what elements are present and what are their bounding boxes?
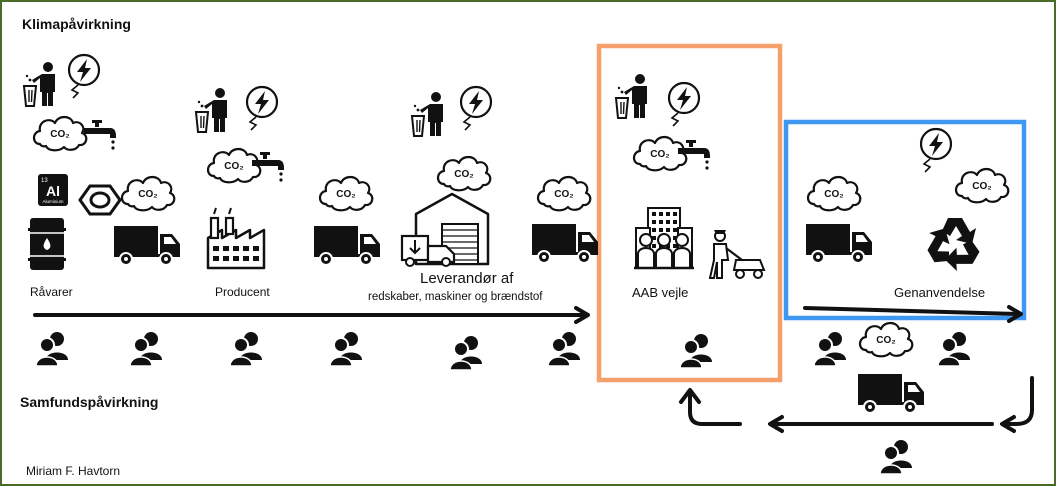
truck-icon: [114, 226, 180, 266]
recycling-flow-arrow: [803, 305, 1023, 323]
trash-person-icon: [22, 62, 55, 107]
people-icon: [329, 332, 362, 367]
people-icon: [813, 332, 846, 367]
factory-icon: [206, 207, 266, 270]
author-credit: Miriam F. Havtorn: [26, 464, 121, 478]
aab-vejle-frame: [596, 43, 783, 383]
hex-nut-icon: [78, 184, 122, 216]
return-arrow-up: [679, 388, 742, 426]
truck-icon: [532, 224, 598, 264]
svg-text:Al: Al: [46, 183, 60, 199]
truck-icon: [806, 224, 872, 264]
electricity-icon: [667, 81, 701, 127]
co2-cloud-icon: CO₂: [806, 175, 862, 212]
oil-barrel-icon: [28, 218, 66, 270]
truck-icon: [858, 374, 924, 414]
lawn-mower-icon: [708, 230, 766, 279]
water-tap-icon: [252, 152, 284, 182]
truck-icon: [314, 226, 380, 266]
trash-person-icon: [194, 88, 227, 133]
co2-text: CO₂: [224, 161, 243, 172]
co2-cloud-icon: CO₂: [536, 175, 592, 212]
recycle-icon: [927, 218, 980, 272]
co2-text: CO₂: [554, 189, 573, 200]
aab-vejle-label: AAB vejle: [632, 285, 689, 300]
co2-text: CO₂: [50, 129, 69, 140]
people-icon: [547, 332, 580, 367]
co2-text: CO₂: [972, 181, 991, 192]
people-icon: [937, 332, 970, 367]
co2-cloud-icon: CO₂: [32, 115, 88, 152]
co2-cloud-icon: CO₂: [318, 175, 374, 212]
co2-text: CO₂: [650, 149, 669, 160]
city-building-icon: [634, 207, 694, 270]
recycling-label: Genanvendelse: [894, 285, 986, 300]
society-heading: Samfundspåvirkning: [20, 394, 159, 410]
producer-label: Producent: [215, 285, 270, 299]
co2-cloud-icon: CO₂: [954, 167, 1010, 204]
co2-text: CO₂: [336, 189, 355, 200]
svg-text:Aluminium: Aluminium: [42, 199, 63, 204]
co2-cloud-icon: CO₂: [436, 155, 492, 192]
electricity-icon: [919, 127, 953, 173]
electricity-icon: [459, 85, 493, 131]
people-icon: [229, 332, 262, 367]
water-tap-icon: [84, 120, 116, 150]
return-arrow: [1000, 376, 1034, 433]
climate-heading: Klimapåvirkning: [22, 16, 131, 32]
svg-text:13: 13: [41, 178, 48, 184]
co2-cloud-icon: CO₂: [120, 175, 176, 212]
people-icon: [449, 336, 482, 371]
supplier-label-line1: Leverandør af: [420, 270, 514, 287]
raw-materials-label: Råvarer: [30, 285, 73, 299]
supplier-label-line2: redskaber, maskiner og brændstof: [368, 291, 543, 303]
main-flow-arrow: [33, 306, 590, 324]
recycling-frame: [783, 119, 1027, 321]
return-arrow-bottom: [768, 415, 994, 433]
co2-cloud-icon: CO₂: [858, 321, 914, 358]
co2-text: CO₂: [824, 189, 843, 200]
co2-text: CO₂: [138, 189, 157, 200]
co2-text: CO₂: [454, 169, 473, 180]
electricity-icon: [245, 85, 279, 131]
electricity-icon: [67, 53, 101, 99]
trash-person-icon: [410, 92, 443, 137]
trash-person-icon: [614, 74, 647, 119]
water-tap-icon: [678, 140, 710, 170]
people-icon: [129, 332, 162, 367]
people-icon: [35, 332, 68, 367]
people-icon: [679, 334, 712, 369]
people-icon: [879, 440, 912, 475]
co2-text: CO₂: [876, 335, 895, 346]
warehouse-icon: [400, 192, 490, 267]
